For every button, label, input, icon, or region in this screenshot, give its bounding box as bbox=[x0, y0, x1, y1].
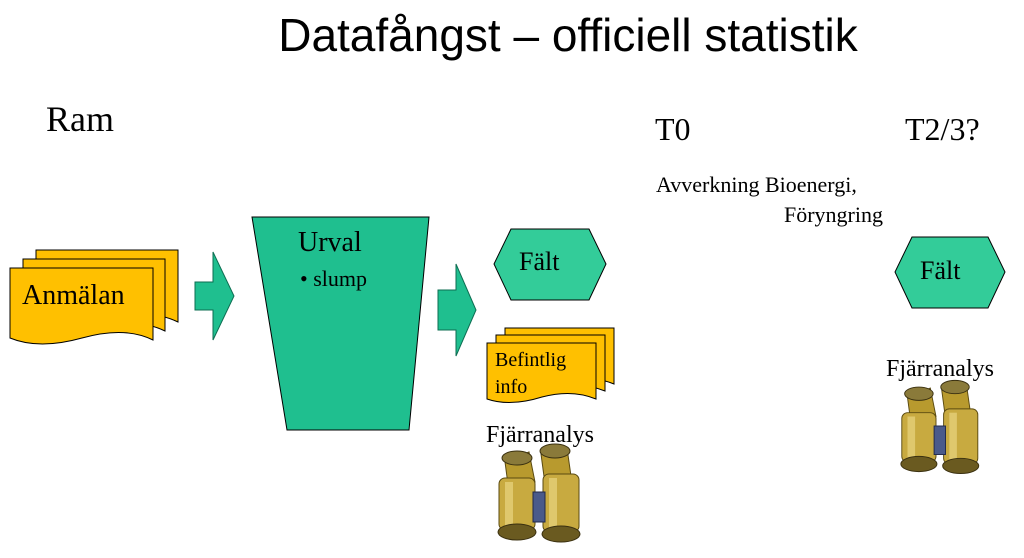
binoculars-icon bbox=[900, 379, 980, 474]
right-remote-sensing-label: Fjärranalys bbox=[886, 356, 994, 382]
registration-label: Anmälan bbox=[22, 280, 125, 311]
field-label: Fält bbox=[519, 247, 560, 276]
registration-document-stack bbox=[9, 249, 179, 345]
right-field-label: Fält bbox=[920, 256, 961, 285]
arrow-right-icon bbox=[437, 263, 477, 357]
sample-bullet: • slump bbox=[300, 266, 367, 291]
right-field-hexagon bbox=[894, 236, 1006, 309]
existing-info-document-stack bbox=[486, 327, 615, 403]
t0-label: T0 bbox=[655, 111, 691, 147]
binoculars-icon bbox=[497, 443, 581, 543]
t0-activities-line1: Avverkning Bioenergi, bbox=[656, 172, 857, 197]
frame-label: Ram bbox=[46, 99, 114, 139]
sample-trapezoid bbox=[251, 216, 430, 431]
existing-info-line1: Befintlig bbox=[495, 349, 567, 371]
field-hexagon bbox=[493, 228, 607, 301]
arrow-right-icon bbox=[194, 251, 235, 341]
page-title: Datafångst – officiell statistik bbox=[278, 9, 858, 61]
t0-activities-line2: Föryngring bbox=[784, 202, 883, 227]
existing-info-line2: info bbox=[495, 376, 528, 398]
sample-title: Urval bbox=[298, 227, 362, 258]
remote-sensing-label: Fjärranalys bbox=[486, 422, 594, 448]
t23-label: T2/3? bbox=[905, 111, 980, 147]
